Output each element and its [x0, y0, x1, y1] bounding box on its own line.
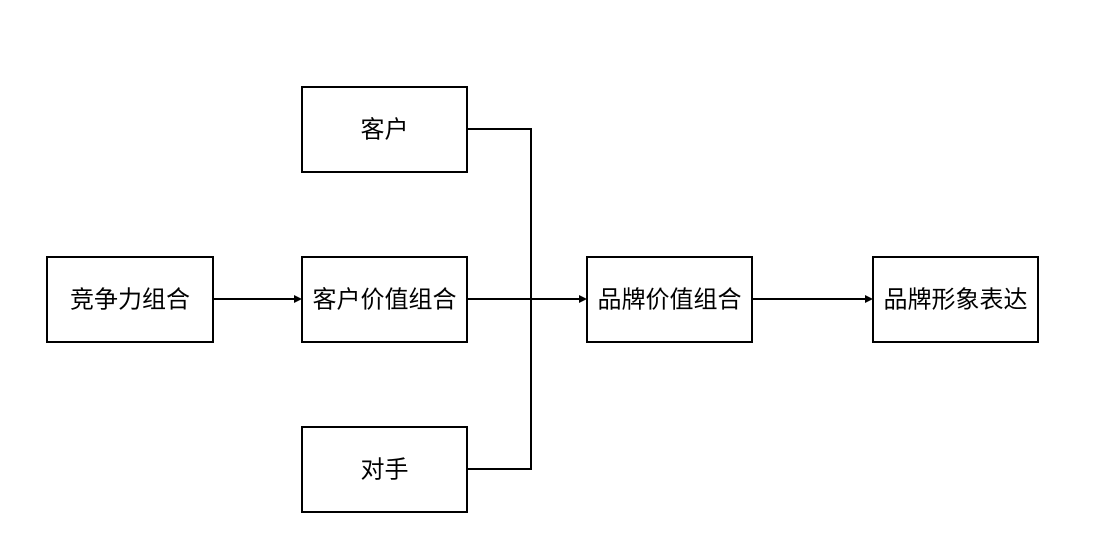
node-competitor-label: 对手 — [361, 456, 409, 484]
node-competitor: 对手 — [301, 426, 468, 513]
node-customer-value-mix-label: 客户价值组合 — [313, 286, 457, 314]
node-brand-image-expression-label: 品牌形象表达 — [884, 286, 1028, 314]
arrowhead-brand-image — [865, 295, 873, 303]
node-competitiveness-mix: 竞争力组合 — [46, 256, 214, 343]
arrowhead-brand-value — [579, 295, 587, 303]
node-customer-label: 客户 — [361, 116, 409, 144]
node-customer: 客户 — [301, 86, 468, 173]
node-brand-value-mix: 品牌价值组合 — [586, 256, 753, 343]
edge-competitor-to-bus — [467, 299, 532, 470]
node-brand-value-mix-label: 品牌价值组合 — [598, 286, 742, 314]
node-competitiveness-mix-label: 竞争力组合 — [70, 286, 190, 314]
edge-customer-to-bus — [467, 128, 532, 299]
arrowhead-customer-value — [294, 295, 302, 303]
node-customer-value-mix: 客户价值组合 — [301, 256, 468, 343]
node-brand-image-expression: 品牌形象表达 — [872, 256, 1039, 343]
